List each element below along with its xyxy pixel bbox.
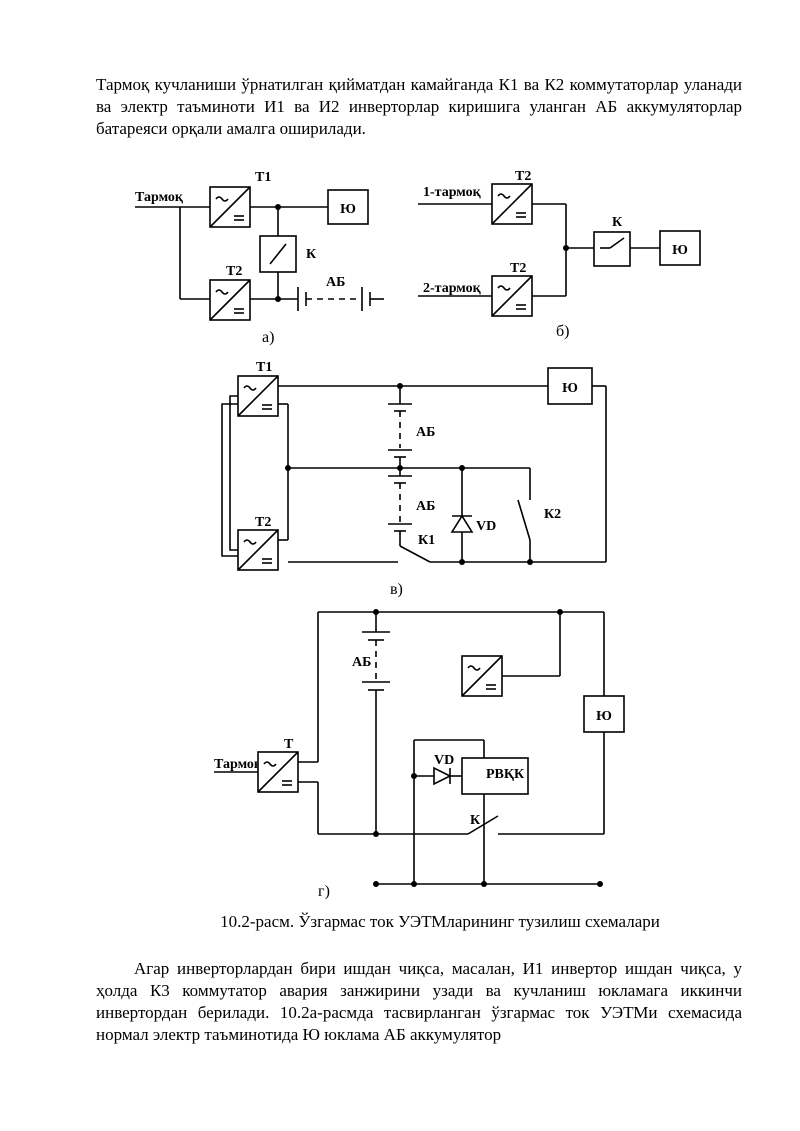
diagram-g-sublabel: г) [318, 883, 330, 900]
paragraph-top: Тармоқ кучланиши ўрнатилган қийматдан ка… [96, 75, 742, 138]
diagram-v-diode-label: VD [476, 519, 496, 534]
converter-v-t2 [237, 529, 279, 571]
diagram-b-input1-label: 1-тармоқ [423, 185, 482, 200]
diagram-b-switch-label: К [612, 215, 623, 230]
diagram-a-load-box [327, 189, 369, 225]
converter-t2 [209, 279, 251, 321]
diagram-a-t1-label: Т1 [255, 170, 271, 185]
diagram-g-battery-label: АБ [352, 655, 371, 670]
diagram-b-load-label: Ю [672, 243, 688, 258]
diagram-g-regulator-box [461, 757, 529, 795]
diagram-a: Тармоқ Т1 Ю К Т2 АБ а) [135, 170, 384, 346]
diagram-b-switch-box [593, 231, 631, 267]
diagram-b-t2-bottom-label: Т2 [510, 261, 526, 276]
diagram-b-t2-top-label: Т2 [515, 169, 531, 184]
converter-v-t1 [237, 375, 279, 417]
paragraph-bottom: Агар инверторлардан бири ишдан чиқса, ма… [96, 959, 742, 1044]
diagram-a-t2-label: Т2 [226, 264, 242, 279]
converter-g-t [257, 751, 299, 793]
diagram-v-battery-bottom-label: АБ [416, 499, 435, 514]
diagram-b-input2-label: 2-тармоқ [423, 281, 482, 296]
diagram-v-k1-label: К1 [418, 533, 435, 548]
diagram-a-switch-label: К [306, 247, 317, 262]
diagram-b: 1-тармоқ Т2 2-тармоқ Т2 К Ю б) [418, 169, 701, 340]
diagram-g-switch-label: К [470, 813, 481, 828]
diagram-v-t1-label: Т1 [256, 360, 272, 375]
diagram-g-input-label: Тармоқ [214, 757, 263, 772]
diagram-a-switch-box [259, 235, 297, 273]
diagram-v: Т1 Т2 Ю АБ АБ К1 [221, 360, 607, 598]
converter-b-top [491, 183, 533, 225]
converter-b-bottom [491, 275, 533, 317]
diagram-v-battery-top-label: АБ [416, 425, 435, 440]
converter-t1 [209, 186, 251, 228]
diagram-g-regulator-label: РВҚК [486, 767, 525, 782]
converter-g-aux [461, 655, 503, 697]
diagram-v-sublabel: в) [390, 581, 403, 598]
diagram-g-t-label: Т [284, 737, 294, 752]
diagram-g: Тармоқ Т К АБ Ю [214, 609, 625, 900]
diagram-a-battery-label: АБ [326, 275, 345, 290]
diagram-v-k2-label: К2 [544, 507, 561, 522]
diagram-g-diode-label: VD [434, 753, 454, 768]
diagram-a-load-label: Ю [340, 202, 356, 217]
diagram-v-load-label: Ю [562, 381, 578, 396]
diagram-b-sublabel: б) [556, 323, 569, 340]
figure-caption: 10.2-расм. Ўзгармас ток УЭТМларининг туз… [220, 912, 660, 931]
diagram-v-t2-label: Т2 [255, 515, 271, 530]
diagram-a-input-label: Тармоқ [135, 190, 184, 205]
diagram-a-sublabel: а) [262, 329, 274, 346]
diagram-g-load-label: Ю [596, 709, 612, 724]
diagram-b-load-box [659, 230, 701, 266]
diagram-g-load-box [583, 695, 625, 733]
